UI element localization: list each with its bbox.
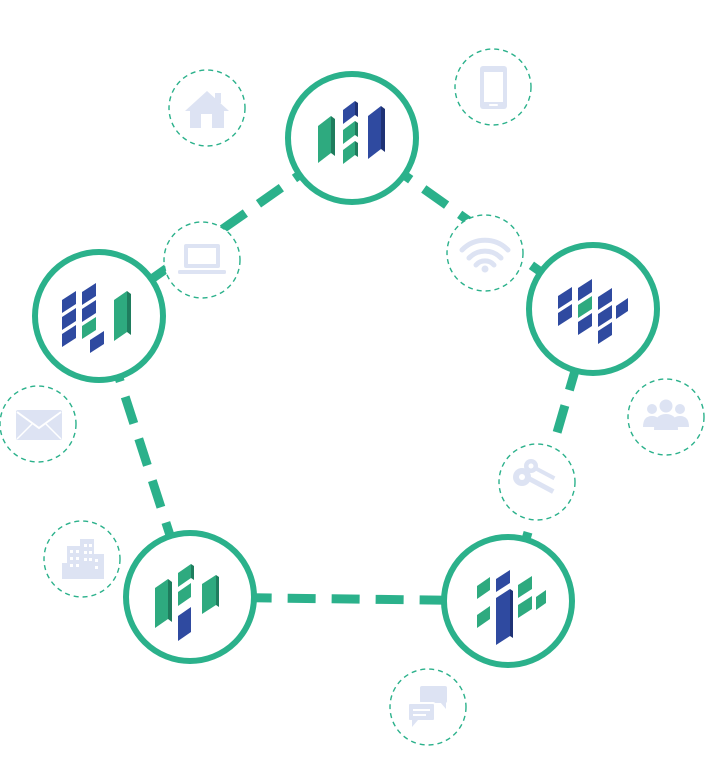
phone-icon [480, 66, 507, 109]
satellite-laptop [163, 221, 241, 299]
satellite-mail [0, 385, 77, 463]
node-top-logo [318, 101, 385, 164]
mail-icon [16, 410, 62, 440]
chat-icon [407, 686, 447, 727]
satellite-phone [454, 48, 532, 126]
node-top [285, 71, 419, 205]
satellite-users [627, 378, 705, 456]
satellite-wifi [446, 214, 524, 292]
node-bottom-right-logo [477, 570, 546, 645]
users-icon [643, 399, 689, 430]
node-right-logo [558, 279, 628, 344]
house-icon [185, 91, 229, 128]
node-left [32, 249, 166, 383]
laptop-icon [178, 244, 226, 274]
node-bottom-left-logo [155, 564, 219, 641]
wifi-icon [459, 237, 511, 273]
satellite-building [43, 520, 121, 598]
satellite-house [168, 69, 246, 147]
satellite-keys [498, 443, 576, 521]
node-right [526, 242, 660, 376]
node-bottom-right [441, 534, 575, 668]
building-icon [62, 539, 104, 579]
node-bottom-left [123, 530, 257, 664]
keys-icon [513, 459, 556, 494]
satellite-chat [389, 668, 467, 746]
connection-ring [94, 133, 598, 606]
node-left-logo [62, 283, 131, 353]
